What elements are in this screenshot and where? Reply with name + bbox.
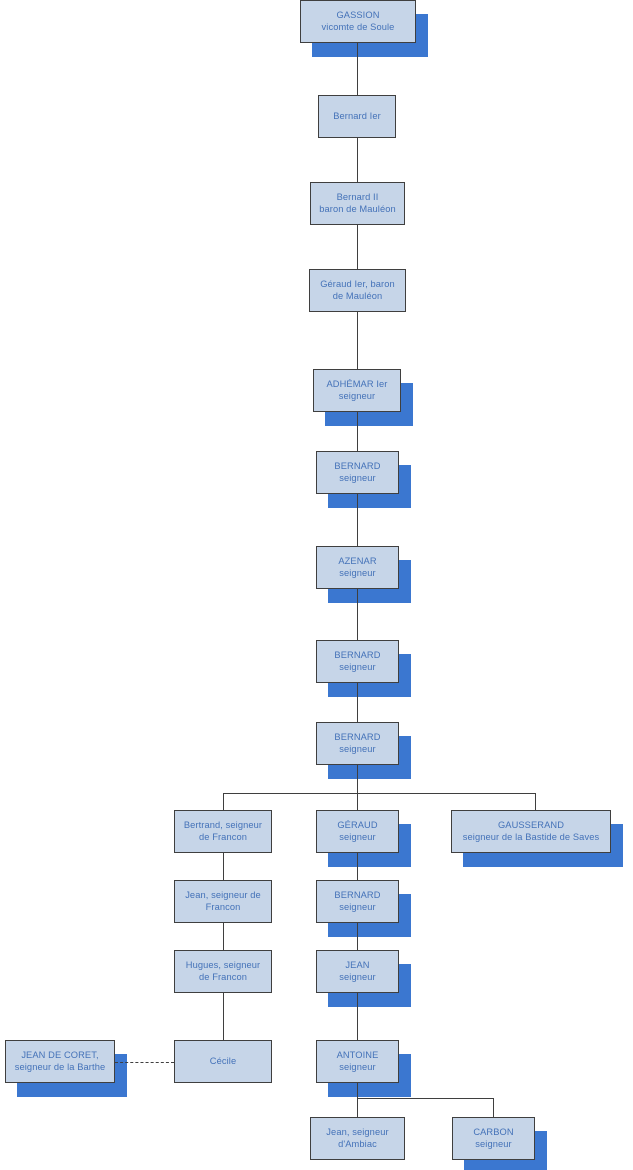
tree-node-label: Bernard Ier (333, 110, 381, 121)
connector-line-vertical (493, 1098, 495, 1117)
connector-line-vertical (357, 43, 359, 95)
tree-node-bernard_a[interactable]: BERNARD seigneur (316, 451, 399, 494)
connector-line-vertical (357, 1098, 359, 1117)
connector-line-vertical (357, 312, 359, 369)
connector-line-vertical (357, 412, 359, 451)
tree-node-label: JEAN seigneur (339, 960, 376, 982)
tree-node-bernard_d[interactable]: BERNARD seigneur (316, 880, 399, 923)
connector-line-horizontal (357, 1098, 493, 1100)
tree-node-label: GAUSSERAND seigneur de la Bastide de Sav… (462, 820, 600, 842)
tree-node-bernard_b[interactable]: BERNARD seigneur (316, 640, 399, 683)
tree-node-label: BERNARD seigneur (334, 650, 381, 672)
tree-node-adhemar1[interactable]: ADHÉMAR Ier seigneur (313, 369, 401, 412)
tree-node-jean_coret[interactable]: JEAN DE CORET, seigneur de la Barthe (5, 1040, 115, 1083)
tree-node-label: Hugues, seigneur de Francon (185, 960, 261, 982)
tree-node-label: CARBON seigneur (473, 1127, 514, 1149)
connector-line-vertical (357, 138, 359, 182)
tree-node-cecile[interactable]: Cécile (174, 1040, 272, 1083)
tree-node-label: Jean, seigneur d'Ambiac (326, 1127, 389, 1149)
tree-node-jean_francon[interactable]: Jean, seigneur de Francon (174, 880, 272, 923)
tree-node-label: Cécile (209, 1055, 237, 1066)
tree-node-bertrand[interactable]: Bertrand, seigneur de Francon (174, 810, 272, 853)
tree-node-label: Bertrand, seigneur de Francon (183, 820, 263, 842)
tree-node-geraud_s[interactable]: GÉRAUD seigneur (316, 810, 399, 853)
tree-node-label: AZENAR seigneur (338, 556, 377, 578)
connector-line-vertical (223, 793, 225, 810)
tree-node-label: ADHÉMAR Ier seigneur (326, 379, 388, 401)
connector-line-vertical (223, 853, 225, 880)
tree-node-antoine[interactable]: ANTOINE seigneur (316, 1040, 399, 1083)
connector-line-vertical (357, 494, 359, 546)
tree-node-label: GASSION vicomte de Soule (321, 10, 395, 32)
tree-node-bernard_c[interactable]: BERNARD seigneur (316, 722, 399, 765)
tree-node-label: GÉRAUD seigneur (337, 820, 378, 842)
connector-line-vertical (357, 683, 359, 722)
tree-node-label: Bernard II baron de Mauléon (319, 192, 396, 214)
tree-node-hugues[interactable]: Hugues, seigneur de Francon (174, 950, 272, 993)
tree-node-label: BERNARD seigneur (334, 732, 381, 754)
connector-line-vertical (223, 923, 225, 950)
tree-node-label: BERNARD seigneur (334, 890, 381, 912)
tree-node-label: BERNARD seigneur (334, 461, 381, 483)
tree-node-gassion[interactable]: GASSION vicomte de Soule (300, 0, 416, 43)
tree-node-azenar[interactable]: AZENAR seigneur (316, 546, 399, 589)
tree-node-label: JEAN DE CORET, seigneur de la Barthe (14, 1050, 106, 1072)
connector-line-vertical (357, 765, 359, 793)
tree-node-label: Jean, seigneur de Francon (185, 890, 261, 912)
marriage-connector-dashed (115, 1062, 174, 1063)
tree-node-label: Géraud Ier, baron de Mauléon (320, 279, 395, 301)
tree-node-label: ANTOINE seigneur (336, 1050, 379, 1072)
tree-node-carbon[interactable]: CARBON seigneur (452, 1117, 535, 1160)
connector-line-vertical (535, 793, 537, 810)
connector-line-vertical (357, 793, 359, 810)
connector-line-vertical (357, 993, 359, 1040)
connector-line-vertical (357, 589, 359, 640)
tree-node-geraud1[interactable]: Géraud Ier, baron de Mauléon (309, 269, 406, 312)
connector-line-horizontal (223, 793, 535, 795)
tree-node-jean_s[interactable]: JEAN seigneur (316, 950, 399, 993)
connector-line-vertical (357, 853, 359, 880)
connector-line-vertical (357, 1083, 359, 1098)
connector-line-vertical (357, 225, 359, 269)
connector-line-vertical (223, 993, 225, 1040)
tree-node-bernard2[interactable]: Bernard II baron de Mauléon (310, 182, 405, 225)
tree-node-gausserand[interactable]: GAUSSERAND seigneur de la Bastide de Sav… (451, 810, 611, 853)
tree-node-bernard1[interactable]: Bernard Ier (318, 95, 396, 138)
tree-node-jean_ambiac[interactable]: Jean, seigneur d'Ambiac (310, 1117, 405, 1160)
connector-line-vertical (357, 923, 359, 950)
